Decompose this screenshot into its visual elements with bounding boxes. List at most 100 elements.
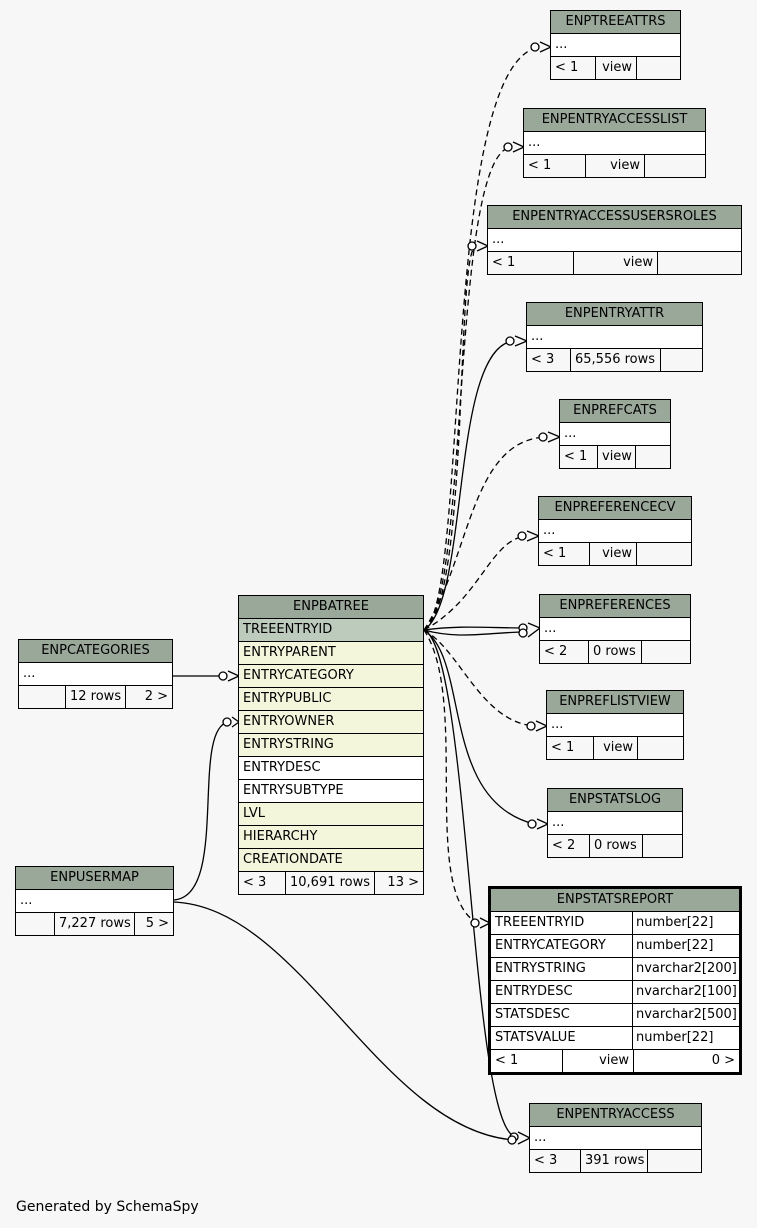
parents-count: < 2 [548,835,590,857]
column-type: number[22] [636,915,714,930]
row-count: 10,691 rows [286,872,375,894]
table-row: ... [548,812,682,835]
table-footer: < 1 view [524,155,705,177]
edge-enptreeattrs [423,46,541,631]
column-type: nvarchar2[500] [636,1007,737,1022]
edge-enpreflistview [423,629,534,727]
children-count [661,349,702,371]
table-footer: 7,227 rows 5 > [16,913,173,935]
column-entryowner: ENTRYOWNER [239,711,423,734]
table-enpentryaccesslist[interactable]: ENPENTRYACCESSLIST ... < 1 view [523,108,706,178]
edge-enpentryattr [423,340,514,631]
table-footer: < 3 65,556 rows [527,349,702,371]
table-footer: < 3 10,691 rows 13 > [239,872,423,894]
column-name: TREEENTRYID [491,912,633,934]
table-name: ENPCATEGORIES [19,640,172,663]
column-entrycategory: ENTRYCATEGORY [239,665,423,688]
column-name: STATSVALUE [491,1027,633,1049]
children-count [658,252,741,274]
table-name: ENPSTATSLOG [548,789,682,812]
edge-enpentryaccess-a [423,629,517,1138]
table-row: ... [530,1127,701,1150]
edge-enpusermap-b [171,901,515,1141]
row-count: view [574,252,658,274]
table-enpusermap[interactable]: ENPUSERMAP ... 7,227 rows 5 > [15,866,174,936]
row-count: 65,556 rows [571,349,661,371]
table-footer: < 1 view 0 > [491,1050,739,1072]
edge-end-circle [518,628,528,638]
row-count: view [563,1050,634,1072]
parents-count [16,913,55,935]
table-footer: < 1 view [539,543,691,565]
table-enpentryaccessusersroles[interactable]: ENPENTRYACCESSUSERSROLES ... < 1 view [487,205,742,275]
children-count [637,57,680,79]
parents-count: < 1 [491,1050,563,1072]
table-row: ... [547,714,683,737]
table-name: ENPSTATSREPORT [491,889,739,912]
table-enpreferencecv[interactable]: ENPREFERENCECV ... < 1 view [538,496,692,566]
table-row: ... [16,890,173,913]
table-footer: < 2 0 rows [548,835,682,857]
table-row: ... [539,520,691,543]
column-type: number[22] [636,1030,714,1045]
table-footer: < 2 0 rows [540,641,690,663]
parents-count: < 1 [560,446,598,468]
row-count: 0 rows [590,835,643,857]
row-count: view [594,737,638,759]
parents-count: < 2 [540,641,589,663]
edge-end-circle [505,336,515,346]
table-enpreflistview[interactable]: ENPREFLISTVIEW ... < 1 view [546,690,684,760]
table-enprefcats[interactable]: ENPREFCATS ... < 1 view [559,399,671,469]
table-row: ... [551,34,680,57]
edge-enpreferences-2 [423,629,527,636]
row-count: view [598,446,636,468]
column-entrysubtype: ENTRYSUBTYPE [239,780,423,803]
children-count: 0 > [634,1050,739,1072]
column-entryparent: ENTRYPARENT [239,642,423,665]
table-enpbatree[interactable]: ENPBATREE TREEENTRYID ENTRYPARENT ENTRYC… [238,595,424,895]
column-treeentryid: TREEENTRYID number[22] [491,912,739,935]
parents-count: < 1 [539,543,590,565]
edge-enpentryaccesslist [423,146,513,631]
table-name: ENPREFLISTVIEW [547,691,683,714]
edge-enpstatslog [423,629,535,825]
table-enpentryattr[interactable]: ENPENTRYATTR ... < 3 65,556 rows [526,302,703,372]
parents-count: < 3 [527,349,571,371]
column-entrydesc: ENTRYDESC [239,757,423,780]
parents-count: < 1 [488,252,574,274]
table-enpstatslog[interactable]: ENPSTATSLOG ... < 2 0 rows [547,788,683,858]
column-type: nvarchar2[100] [636,984,737,999]
table-row: ... [524,132,705,155]
column-name: STATSDESC [491,1004,633,1026]
table-enptreeattrs[interactable]: ENPTREEATTRS ... < 1 view [550,10,681,80]
edge-end-circle [527,819,537,829]
edge-enpreferences-1 [423,626,527,631]
table-enpcategories[interactable]: ENPCATEGORIES ... 12 rows 2 > [18,639,173,709]
children-count: 2 > [126,686,172,708]
table-enpstatsreport[interactable]: ENPSTATSREPORT TREEENTRYID number[22] EN… [488,886,742,1075]
row-count: 7,227 rows [55,913,135,935]
parents-count [19,686,66,708]
column-statsdesc: STATSDESC nvarchar2[500] [491,1004,739,1027]
column-lvl: LVL [239,803,423,826]
edge-end-circle [222,717,232,727]
table-name: ENPENTRYATTR [527,303,702,326]
column-entrystring: ENTRYSTRING nvarchar2[200] [491,958,739,981]
table-footer: < 3 391 rows [530,1150,701,1172]
table-name: ENPENTRYACCESS [530,1104,701,1127]
row-count: 12 rows [66,686,126,708]
table-name: ENPUSERMAP [16,867,173,890]
table-enpentryaccess[interactable]: ENPENTRYACCESS ... < 3 391 rows [529,1103,702,1173]
table-name: ENPENTRYACCESSLIST [524,109,705,132]
row-count: view [596,57,637,79]
edge-end-circle [517,531,527,541]
table-footer: 12 rows 2 > [19,686,172,708]
table-enpreferences[interactable]: ENPREFERENCES ... < 2 0 rows [539,594,691,664]
children-count [636,446,670,468]
edge-enpstatsreport [423,629,478,924]
column-entrystring: ENTRYSTRING [239,734,423,757]
column-entrypublic: ENTRYPUBLIC [239,688,423,711]
column-type: number[22] [636,938,714,953]
edge-enprefcats [423,436,547,631]
